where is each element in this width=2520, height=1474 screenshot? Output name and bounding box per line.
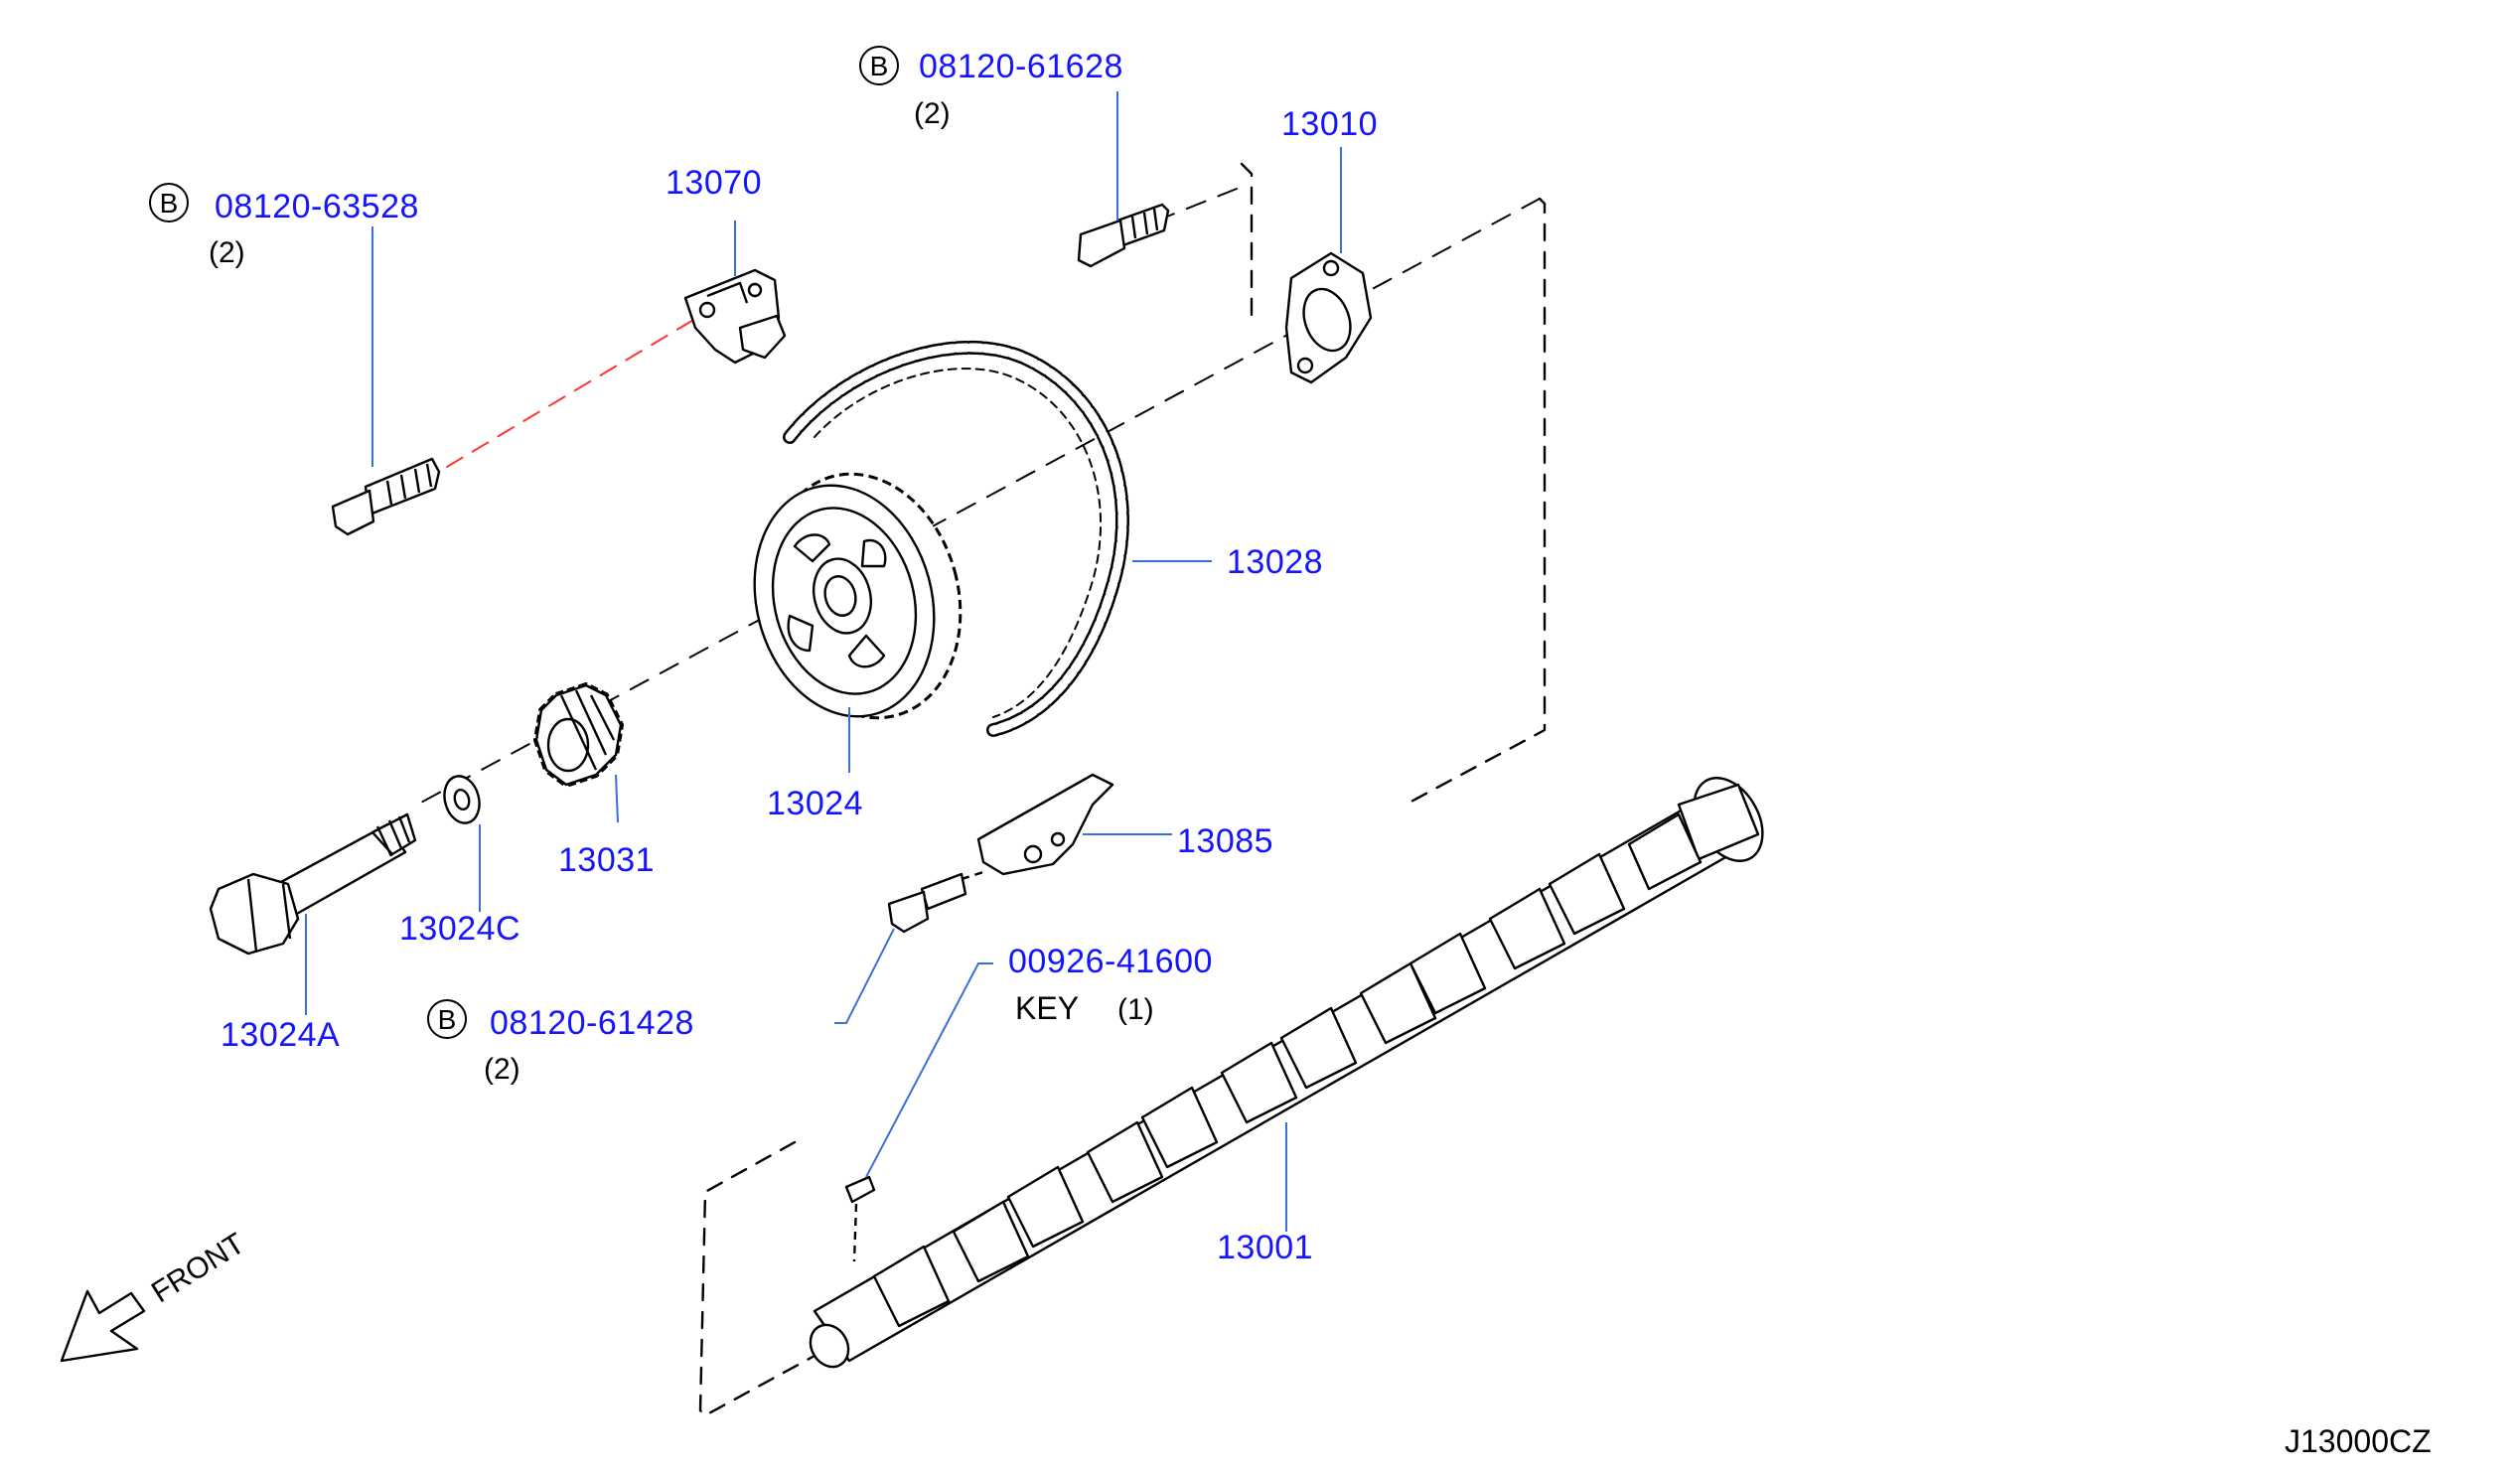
qty-08120-61428: (2) — [484, 1053, 520, 1086]
washer-13024c-icon — [443, 775, 481, 824]
key-qty: (1) — [1117, 993, 1154, 1026]
timing-chain-13028-icon — [783, 340, 1129, 737]
assembly-outline — [698, 162, 1547, 1417]
diagram-id: J13000CZ — [2285, 1423, 2432, 1459]
part-label-08120-61428[interactable]: 08120-61428 — [490, 1004, 694, 1042]
part-label-13024a[interactable]: 13024A — [221, 1016, 341, 1054]
qty-08120-61628: (2) — [914, 97, 951, 130]
part-label-13010[interactable]: 13010 — [1281, 105, 1379, 143]
part-label-00926-41600[interactable]: 00926-41600 — [1008, 943, 1213, 980]
part-label-08120-61628[interactable]: 08120-61628 — [919, 48, 1123, 85]
part-label-13001[interactable]: 13001 — [1217, 1229, 1314, 1266]
part-label-13085[interactable]: 13085 — [1177, 822, 1274, 860]
bolt-badge-b: B — [149, 183, 189, 222]
front-arrow-icon — [60, 1289, 146, 1363]
part-label-13024c[interactable]: 13024C — [399, 910, 521, 948]
camshaft-13001-icon — [809, 777, 1764, 1369]
bolt-13024a-icon — [209, 812, 417, 956]
bolt-icon-upper — [1077, 203, 1170, 268]
part-label-08120-63528[interactable]: 08120-63528 — [215, 188, 419, 225]
bolt-badge-b: B — [427, 999, 467, 1039]
bolt-icon-left — [331, 457, 441, 536]
bolt-lower-icon — [887, 870, 984, 934]
alignment-line — [446, 315, 701, 468]
bracket-13070-icon — [683, 268, 787, 365]
sprocket-13024-icon — [753, 472, 963, 720]
key-icon — [844, 1175, 876, 1262]
plate-13010-icon — [1284, 251, 1373, 384]
tensioner-13085-icon — [976, 773, 1114, 876]
part-label-13024[interactable]: 13024 — [767, 785, 864, 822]
part-label-13070[interactable]: 13070 — [666, 164, 763, 202]
gear-13031-icon — [533, 682, 624, 788]
part-label-13028[interactable]: 13028 — [1227, 543, 1324, 581]
leader-lines — [305, 91, 1342, 1232]
key-label: KEY — [1015, 990, 1080, 1026]
bolt-badge-b: B — [859, 46, 899, 85]
part-label-13031[interactable]: 13031 — [558, 841, 656, 879]
qty-08120-63528: (2) — [209, 236, 245, 269]
